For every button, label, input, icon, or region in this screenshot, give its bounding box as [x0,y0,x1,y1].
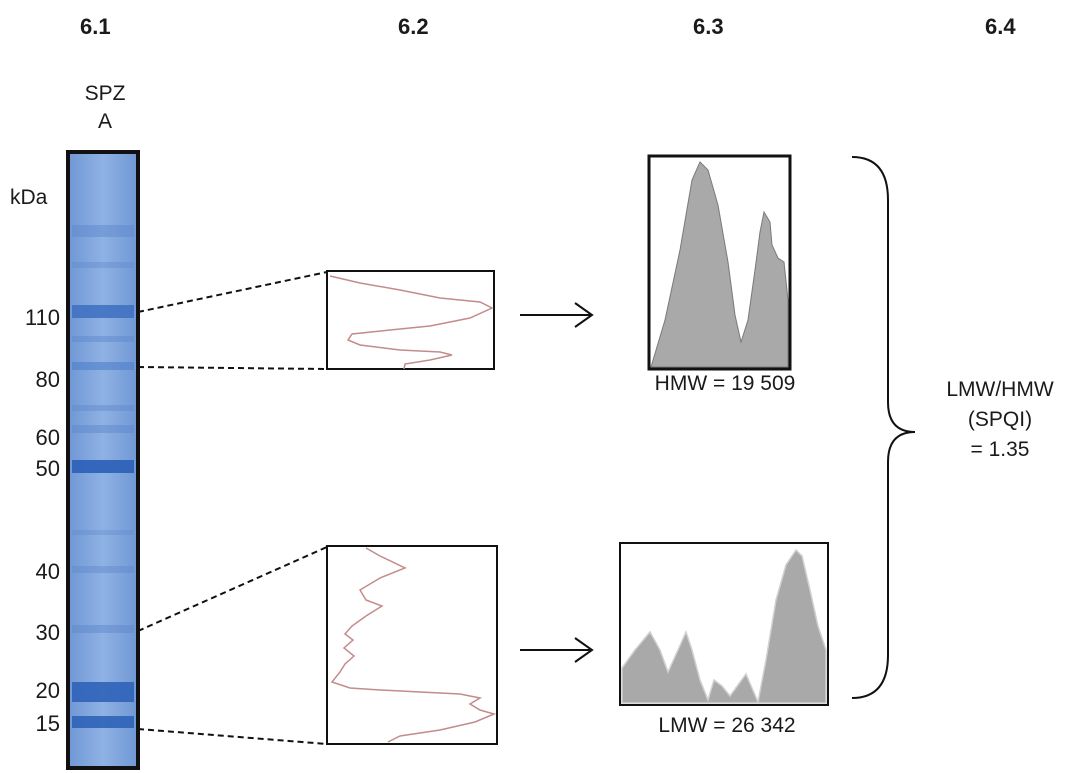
lmw-profile-frame [326,545,498,745]
marker-110: 110 [24,305,60,330]
panel-label-6-3: 6.3 [693,14,724,39]
marker-50: 50 [35,456,60,481]
gel-band-50 [72,460,134,473]
marker-30: 30 [35,620,60,645]
marker-60: 60 [35,425,60,450]
arrow-lmw-head [574,637,594,663]
ratio-line2: (SPQI) [967,408,1033,431]
ratio-line1: LMW/HMW [946,378,1054,401]
gel-band-15 [72,716,134,728]
lmw-value-label: LMW = 26 342 [658,714,796,737]
hmw-profile-line [329,275,494,370]
hmw-profile-box [326,270,495,370]
lmw-profile-line [330,547,497,743]
marker-80: 80 [35,367,60,392]
gel-band [72,225,134,237]
gel-band [72,262,134,268]
lmw-area-box [619,542,829,706]
gel-band-20 [72,682,134,702]
brace [851,156,916,699]
gel-band [72,336,134,342]
lane-label: SPZ A [80,82,130,134]
connector-lmw-top [137,546,328,632]
gel-band-40 [72,566,134,573]
gel-band-30 [72,625,134,633]
arrow-hmw-head [574,302,594,328]
marker-20: 20 [35,678,60,703]
panel-label-6-2: 6.2 [398,14,429,39]
lmw-area-fill [621,548,827,705]
marker-40: 40 [35,559,60,584]
gel-band-60 [72,425,134,433]
lane-label-line1: SPZ [84,82,126,105]
hmw-profile-frame [326,270,495,370]
gel-band-80 [72,362,134,370]
lane-label-line2: A [97,110,112,133]
gel-band [72,530,134,535]
panel-label-6-1: 6.1 [80,14,111,39]
gel-band-110 [72,305,134,318]
dashed-connectors [137,271,328,745]
gel-lane [66,150,140,770]
connector-hmw-top [137,271,328,313]
ratio-label: LMW/HMW (SPQI) = 1.35 [925,375,1075,465]
kda-unit-label: kDa [10,186,48,209]
marker-15: 15 [35,711,60,736]
connector-lmw-bottom [137,728,328,745]
hmw-value-label: HMW = 19 509 [654,372,796,395]
hmw-area-fill [650,161,789,368]
lmw-profile-box [326,545,498,745]
gel-band [72,405,134,411]
connector-hmw-bottom [137,366,328,370]
ratio-line3: = 1.35 [970,438,1030,461]
panel-label-6-4: 6.4 [985,14,1016,39]
arrows [520,302,594,663]
hmw-area-box [647,154,792,371]
